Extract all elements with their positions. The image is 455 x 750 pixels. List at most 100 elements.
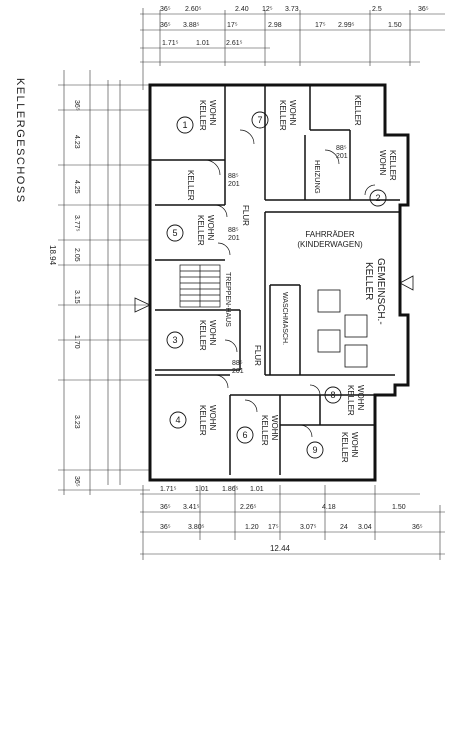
- kinderwagen-label: (KINDERWAGEN): [297, 240, 363, 249]
- room-3-label-1: KELLER: [198, 320, 207, 351]
- dim-bottom-total: 12.44: [270, 544, 291, 553]
- dim-top2-6: 2.99⁵: [338, 22, 355, 29]
- dim-bottom2-4: 4.18: [322, 504, 336, 511]
- room-5-label-1: KELLER: [196, 215, 205, 246]
- keller-top-right: KELLER: [353, 95, 362, 126]
- room-2-label-1: KELLER: [388, 150, 397, 181]
- room-7: 7 KELLER WOHN: [251, 100, 297, 131]
- dim-bottom3-6: 24: [340, 524, 348, 531]
- door-note-1a: 88⁵: [228, 173, 239, 180]
- room-4: 4 KELLER WOHN: [169, 405, 217, 436]
- heizung-label: HEIZUNG: [313, 160, 322, 194]
- dimension-lines-left: [58, 70, 150, 495]
- door-note-4a: 88⁵: [232, 360, 243, 367]
- room-3: 3 KELLER WOHN: [166, 320, 217, 351]
- dim-bottom3-8: 36⁵: [412, 524, 423, 531]
- dim-left-2: 4.23: [73, 135, 80, 149]
- room-8-label-1: KELLER: [346, 385, 355, 416]
- staircase: [179, 264, 221, 308]
- door-note-4b: 201: [232, 368, 244, 375]
- dim-bottom2-1: 36⁵: [160, 504, 171, 511]
- outer-walls: [148, 83, 410, 482]
- room-6-label-2: WOHN: [270, 415, 279, 441]
- left-dim-labels: 36⁵ 4.23 4.25 3.77⁵ 2.05 3.15 1.70 3.23 …: [48, 100, 80, 487]
- dim-top2-3: 17⁵: [227, 22, 238, 29]
- dim-top3-1: 1.71⁵: [162, 40, 179, 47]
- room-2-label-2: WOHN: [378, 150, 387, 176]
- dim-bottom3-4: 17⁵: [268, 524, 279, 531]
- dim-top2-4: 2.98: [268, 22, 282, 29]
- dim-left-total: 18.94: [48, 245, 57, 266]
- dim-top3-2: 1.01: [196, 40, 210, 47]
- dim-top2-2: 3.88⁵: [183, 22, 200, 29]
- door-note-3a: 88⁵: [228, 227, 239, 234]
- door-swings: [204, 129, 376, 438]
- dim-bottom1-3: 1.86⁵: [222, 486, 239, 493]
- waschmaschinen-label: WASCHMASCH.: [281, 292, 288, 345]
- heizung-room: HEIZUNG: [313, 160, 322, 194]
- dim-left-5: 2.05: [73, 248, 80, 262]
- dim-bottom1-2: 1.01: [195, 486, 209, 493]
- room-8-label-2: WOHN: [356, 385, 365, 411]
- room-9-label-1: KELLER: [340, 432, 349, 463]
- dim-bottom2-5: 1.50: [392, 504, 406, 511]
- room-7-number: 7: [257, 115, 262, 125]
- dim-top-5: 3.73: [285, 6, 299, 13]
- dim-top2-5: 17⁵: [315, 22, 326, 29]
- room-1-label-2: WOHN: [208, 100, 217, 126]
- dim-left-1: 36⁵: [73, 100, 80, 111]
- room-9-label-2: WOHN: [350, 432, 359, 458]
- treppenhaus-label: TREPPEN-HAUS: [224, 272, 231, 327]
- room-4-label-2: WOHN: [208, 405, 217, 431]
- room-1-label-1: KELLER: [198, 100, 207, 131]
- fahrraeder-label: FAHRRÄDER: [305, 230, 355, 239]
- room-6-number: 6: [242, 430, 247, 440]
- dim-bottom3-7: 3.04: [358, 524, 372, 531]
- flur-top-label: FLUR: [241, 205, 250, 226]
- dim-bottom3-3: 1.20: [245, 524, 259, 531]
- dim-top2-1: 36⁵: [160, 22, 171, 29]
- room-5-number: 5: [172, 228, 177, 238]
- room-1-number: 1: [182, 120, 187, 130]
- room-9-number: 9: [312, 445, 317, 455]
- dim-bottom1-1: 1.71⁵: [160, 486, 177, 493]
- dim-bottom3-1: 36⁵: [160, 524, 171, 531]
- dim-left-6: 3.15: [73, 290, 80, 304]
- keller-top-right-label: KELLER: [353, 95, 362, 126]
- room-4-label-1: KELLER: [198, 405, 207, 436]
- room-7-label-2: WOHN: [288, 100, 297, 126]
- dim-bottom3-5: 3.07⁵: [300, 524, 317, 531]
- dim-top-3: 2.40: [235, 6, 249, 13]
- gemeinsch-keller-label: KELLER: [363, 262, 374, 300]
- room-1: 1 KELLER WOHN: [176, 100, 217, 134]
- dim-left-7: 1.70: [73, 335, 80, 349]
- washing-machines: [317, 289, 368, 368]
- dim-bottom3-2: 3.80⁵: [188, 524, 205, 531]
- dim-left-9: 36⁵: [73, 476, 80, 487]
- room-8-number: 8: [330, 390, 335, 400]
- inner-walls: [150, 85, 400, 475]
- room-6-label-1: KELLER: [260, 415, 269, 446]
- dim-left-4: 3.77⁵: [73, 215, 80, 232]
- dim-top3-3: 2.61⁵: [226, 40, 243, 47]
- dim-bottom2-3: 2.26⁵: [240, 504, 257, 511]
- room-9: 9 KELLER WOHN: [306, 432, 359, 463]
- dim-top-2: 2.60⁵: [185, 6, 202, 13]
- keller-left-small-label: KELLER: [186, 170, 195, 201]
- room-5-label-2: WOHN: [206, 215, 215, 241]
- room-4-number: 4: [175, 415, 180, 425]
- dim-bottom2-2: 3.41⁵: [183, 504, 200, 511]
- room-3-number: 3: [172, 335, 177, 345]
- door-note-2a: 88⁵: [336, 145, 347, 152]
- dim-top-1: 36⁵: [160, 6, 171, 13]
- dimension-lines-top: [140, 8, 445, 90]
- room-2-number: 2: [375, 193, 380, 203]
- keller-left-small: KELLER: [186, 170, 195, 201]
- drawing-title: KELLERGESCHOSS: [14, 78, 26, 204]
- room-8: 8 KELLER WOHN: [324, 385, 365, 416]
- room-2: 2 KELLER WOHN: [369, 150, 397, 207]
- dim-left-3: 4.25: [73, 180, 80, 194]
- dim-top-4: 12⁵: [262, 6, 273, 13]
- dimension-lines-bottom: [140, 485, 445, 560]
